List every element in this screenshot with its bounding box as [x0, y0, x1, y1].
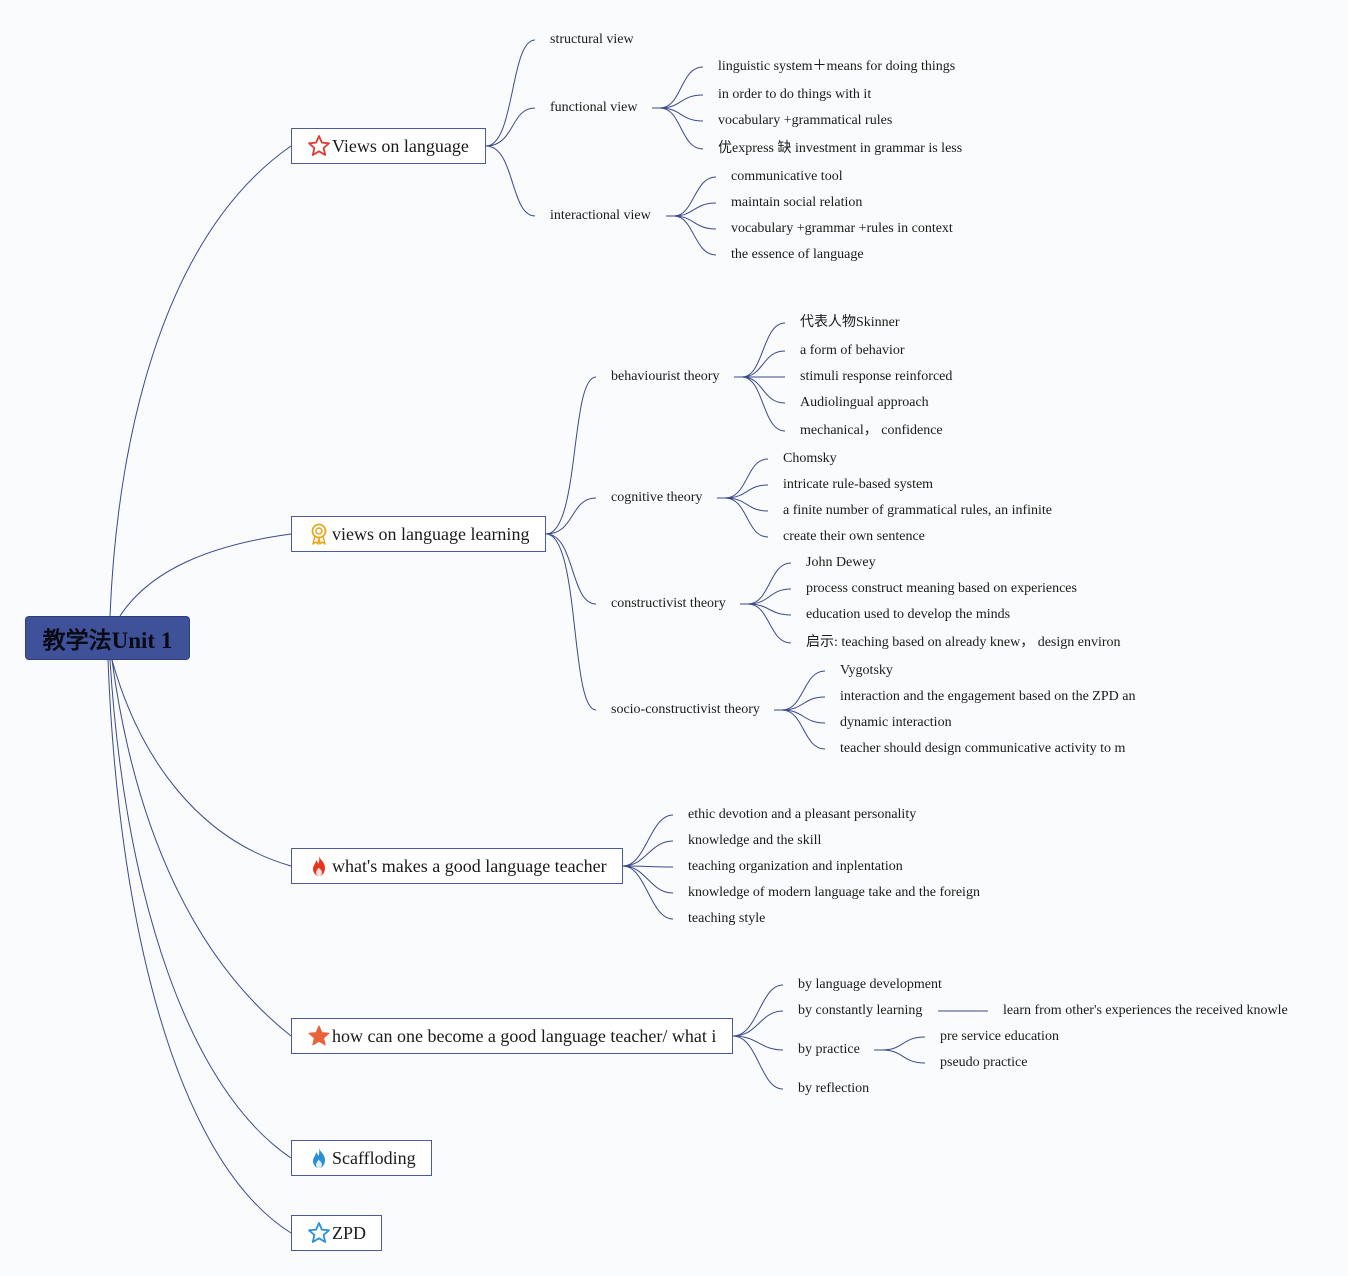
branch-scaffolding[interactable]: Scaffloding	[291, 1140, 432, 1176]
topic-socio-item[interactable]: dynamic interaction	[840, 715, 952, 730]
branch-good-teacher[interactable]: what's makes a good language teacher	[291, 848, 623, 884]
topic-functional-view[interactable]: functional view	[550, 100, 638, 115]
topic-good-teacher-item[interactable]: knowledge of modern language take and th…	[688, 885, 980, 900]
branch-zpd[interactable]: ZPD	[291, 1215, 382, 1251]
branch-label: ZPD	[332, 1222, 367, 1243]
topic-constructivist-item[interactable]: process construct meaning based on exper…	[806, 581, 1077, 596]
topic-functional-item[interactable]: in order to do things with it	[718, 87, 872, 102]
topic-functional-item[interactable]: linguistic system＋means for doing things	[718, 59, 956, 74]
topic-constructivist-item[interactable]: education used to develop the minds	[806, 607, 1011, 622]
topic-become-item[interactable]: by practice	[798, 1042, 860, 1057]
topic-cognitive-item[interactable]: Chomsky	[783, 451, 837, 466]
topic-practice-item[interactable]: pre service education	[940, 1029, 1059, 1044]
branch-label: Views on language	[332, 135, 469, 156]
flame-red-icon	[306, 853, 332, 879]
root-title: 教学法Unit 1	[42, 628, 173, 653]
branch-label: views on language learning	[332, 523, 530, 544]
topic-socio-constructivist-theory[interactable]: socio-constructivist theory	[611, 702, 760, 717]
topic-good-teacher-item[interactable]: teaching organization and inplentation	[688, 859, 903, 874]
star-filled-orange-icon	[306, 1023, 332, 1049]
branch-label: what's makes a good language teacher	[332, 855, 607, 876]
topic-constructivist-item[interactable]: 启示: teaching based on already knew， desi…	[806, 635, 1121, 650]
award-ribbon-icon	[306, 521, 332, 547]
topic-interactional-item[interactable]: the essence of language	[731, 247, 864, 262]
topic-learning-child[interactable]: learn from other's experiences the recei…	[1003, 1003, 1288, 1018]
branch-label: Scaffloding	[332, 1147, 416, 1168]
topic-socio-item[interactable]: interaction and the engagement based on …	[840, 689, 1136, 704]
topic-interactional-item[interactable]: communicative tool	[731, 169, 843, 184]
topic-structural-view[interactable]: structural view	[550, 32, 634, 47]
topic-good-teacher-item[interactable]: ethic devotion and a pleasant personalit…	[688, 807, 917, 822]
topic-constructivist-item[interactable]: John Dewey	[806, 555, 876, 570]
topic-cognitive-item[interactable]: intricate rule-based system	[783, 477, 934, 492]
topic-behaviourist-item[interactable]: a form of behavior	[800, 343, 905, 358]
topic-become-item[interactable]: by constantly learning	[798, 1003, 923, 1018]
topic-interactional-item[interactable]: vocabulary +grammar +rules in context	[731, 221, 953, 236]
topic-functional-item[interactable]: 优express 缺 investment in grammar is less	[718, 141, 963, 156]
topic-behaviourist-theory[interactable]: behaviourist theory	[611, 369, 720, 384]
star-outline-blue-icon	[306, 1220, 332, 1246]
topic-good-teacher-item[interactable]: knowledge and the skill	[688, 833, 822, 848]
topic-interactional-item[interactable]: maintain social relation	[731, 195, 863, 210]
topic-cognitive-item[interactable]: create their own sentence	[783, 529, 925, 544]
root-topic[interactable]: 教学法Unit 1	[25, 616, 190, 660]
topic-behaviourist-item[interactable]: stimuli response reinforced	[800, 369, 953, 384]
topic-behaviourist-item[interactable]: 代表人物Skinner	[800, 315, 900, 330]
topic-cognitive-theory[interactable]: cognitive theory	[611, 490, 703, 505]
topic-practice-item[interactable]: pseudo practice	[940, 1055, 1028, 1070]
topic-become-item[interactable]: by reflection	[798, 1081, 870, 1096]
topic-become-item[interactable]: by language development	[798, 977, 942, 992]
topic-constructivist-theory[interactable]: constructivist theory	[611, 596, 726, 611]
topic-functional-item[interactable]: vocabulary +grammatical rules	[718, 113, 893, 128]
branch-become-teacher[interactable]: how can one become a good language teach…	[291, 1018, 733, 1054]
topic-behaviourist-item[interactable]: Audiolingual approach	[800, 395, 929, 410]
topic-socio-item[interactable]: teacher should design communicative acti…	[840, 741, 1126, 756]
star-outline-red-icon	[306, 133, 332, 159]
topic-socio-item[interactable]: Vygotsky	[840, 663, 893, 678]
flame-blue-icon	[306, 1145, 332, 1171]
topic-behaviourist-item[interactable]: mechanical， confidence	[800, 423, 943, 438]
branch-label: how can one become a good language teach…	[332, 1025, 717, 1046]
topic-good-teacher-item[interactable]: teaching style	[688, 911, 766, 926]
branch-views-on-language[interactable]: Views on language	[291, 128, 486, 164]
topic-interactional-view[interactable]: interactional view	[550, 208, 651, 223]
topic-cognitive-item[interactable]: a finite number of grammatical rules, an…	[783, 503, 1053, 518]
branch-views-on-language-learning[interactable]: views on language learning	[291, 516, 546, 552]
